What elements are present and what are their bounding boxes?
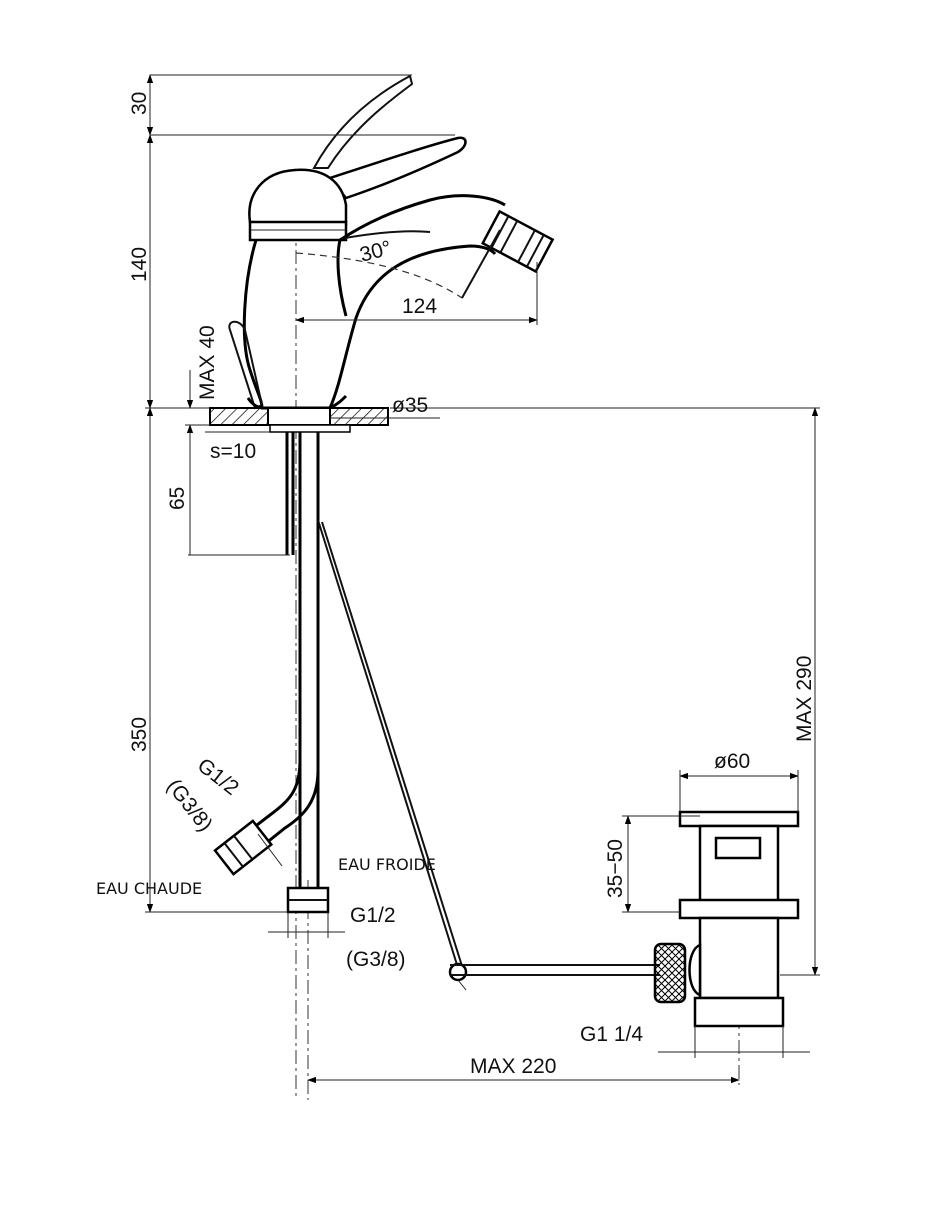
cold-thread-alt: (G3/8) (346, 948, 406, 971)
dim-max-220: MAX 220 (470, 1055, 556, 1078)
dim-spout-angle: 30° (357, 236, 394, 266)
supply-pipes (213, 432, 660, 991)
dim-thickness: s=10 (210, 440, 256, 463)
spout-geometry (295, 229, 501, 299)
dim-65: 65 (166, 487, 189, 510)
hot-water-label: EAU CHAUDE (96, 879, 202, 898)
dim-base-diameter: ø35 (392, 394, 428, 417)
dim-max-40: MAX 40 (196, 325, 219, 400)
thread-texts: G1/2 (G3/8) G1/2 (G3/8) EAU CHAUDE EAU F… (96, 754, 436, 971)
dimension-lines (145, 74, 820, 1084)
faucet-body (150, 74, 555, 410)
dimension-texts: 30 140 MAX 40 s=10 65 350 30° 124 ø35 MA… (128, 92, 816, 1078)
dim-max-290: MAX 290 (793, 656, 816, 742)
pop-up-waste (653, 810, 800, 1028)
hot-thread-main: G1/2 (193, 754, 243, 800)
dim-plug-travel: 35−50 (604, 839, 627, 898)
dim-thread-waste: G1 1/4 (580, 1023, 643, 1046)
dim-350: 350 (128, 717, 151, 752)
dim-plug-diameter: ø60 (714, 750, 750, 773)
cold-thread-main: G1/2 (350, 904, 396, 927)
dim-spout-reach: 124 (402, 295, 437, 318)
dim-140: 140 (128, 247, 151, 282)
cold-water-label: EAU FROIDE (338, 855, 436, 874)
mounting-plate (209, 407, 389, 433)
dim-30: 30 (128, 92, 151, 115)
